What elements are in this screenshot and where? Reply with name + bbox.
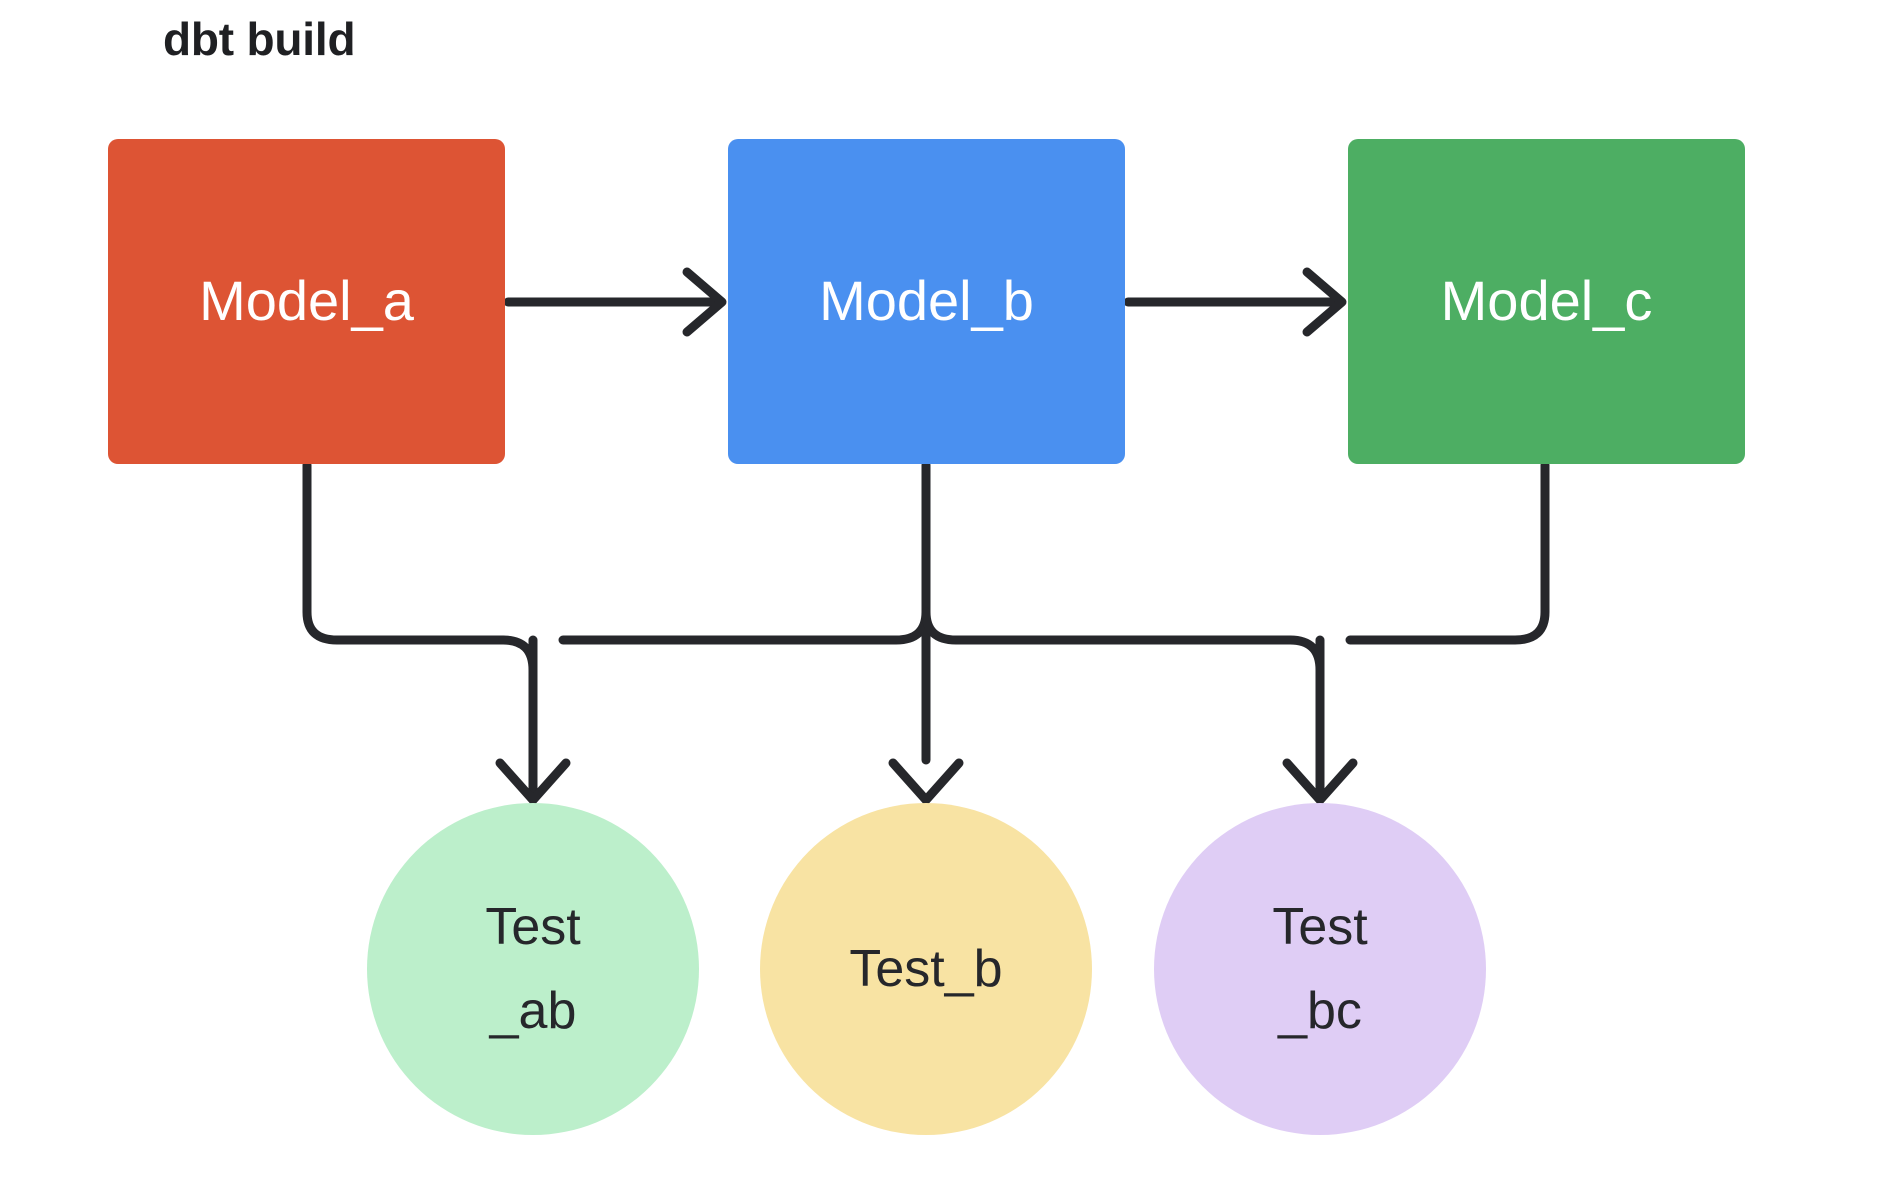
edge-model-c-to-bus (1345, 460, 1550, 645)
edge-bus-right-join (1285, 635, 1325, 675)
node-model-c-label: Model_c (1440, 269, 1653, 333)
node-test-ab[interactable]: Test _ab (367, 803, 699, 1135)
arrowhead-model-c-in (1302, 267, 1347, 337)
node-test-ab-label: Test _ab (485, 897, 581, 1040)
arrowhead-test-b-in (888, 758, 964, 805)
node-test-b-label: Test_b (849, 939, 1003, 998)
page-title: dbt build (163, 13, 356, 65)
node-test-b[interactable]: Test_b (760, 803, 1092, 1135)
edge-bus-mid-left (558, 607, 931, 645)
edge-bus-mid-right (921, 607, 1295, 645)
node-test-bc-label: Test _bc (1272, 897, 1368, 1040)
node-test-bc[interactable]: Test _bc (1154, 803, 1486, 1135)
node-model-b-label: Model_b (819, 269, 1034, 333)
edge-model-a-to-bus (302, 460, 508, 645)
arrowhead-test-bc-in (1282, 758, 1358, 805)
arrowhead-test-ab-in (495, 758, 571, 805)
node-model-c[interactable]: Model_c (1348, 139, 1745, 464)
node-model-b[interactable]: Model_b (728, 139, 1125, 464)
node-model-a[interactable]: Model_a (108, 139, 505, 464)
node-model-a-label: Model_a (199, 269, 414, 333)
edge-bus-left (498, 635, 538, 675)
arrowhead-model-b-in (682, 267, 727, 337)
